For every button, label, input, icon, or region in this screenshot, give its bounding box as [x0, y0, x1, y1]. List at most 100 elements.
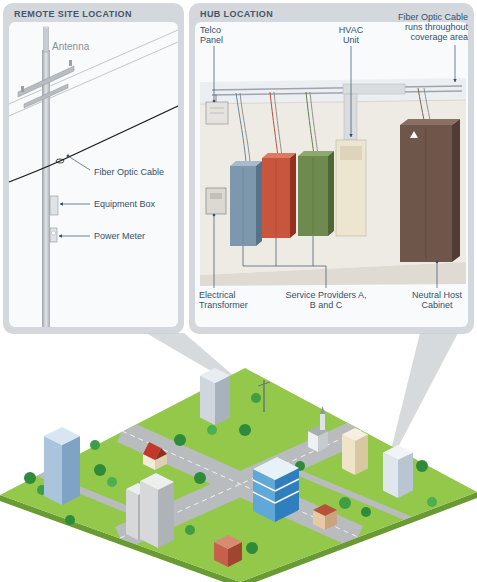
- electrical-transformer: [206, 188, 226, 214]
- tree: [361, 507, 371, 517]
- leader-dot: [436, 261, 439, 264]
- building: [342, 435, 355, 476]
- panel-interior: [195, 22, 468, 327]
- room: [200, 100, 466, 275]
- building: [398, 453, 413, 499]
- tree: [94, 464, 106, 476]
- tree: [194, 472, 206, 484]
- building: [320, 414, 325, 430]
- telco-panel: [206, 102, 228, 124]
- cable-bundle: [216, 94, 217, 102]
- tree: [239, 424, 251, 436]
- utility-pole: [9, 42, 178, 116]
- building: [214, 535, 242, 549]
- neutral-host-cabinet: [400, 119, 460, 125]
- cable-bundle: [310, 92, 318, 155]
- leader-line: [351, 46, 352, 137]
- callout-label: Electrical Transformer: [199, 290, 261, 310]
- panel-heading: REMOTE SITE LOCATION: [14, 9, 132, 19]
- red-cabinet: [276, 160, 277, 236]
- red-cabinet: [290, 153, 296, 238]
- leader-dot: [213, 214, 216, 217]
- tree: [90, 440, 100, 450]
- tree: [251, 393, 261, 403]
- building: [155, 448, 167, 460]
- panel-heading: HUB LOCATION: [200, 9, 273, 19]
- neutral-host-cabinet: [452, 119, 460, 262]
- leader-line: [437, 262, 438, 288]
- utility-pole: [9, 26, 178, 327]
- leader-dot: [213, 100, 216, 103]
- utility-pole: [9, 30, 178, 104]
- leader-line: [326, 266, 327, 288]
- electrical-transformer: [206, 188, 226, 214]
- green-cabinet: [298, 151, 334, 236]
- fiber-optic-cable: [9, 106, 178, 182]
- hvac-unit: [336, 84, 405, 236]
- building: [158, 482, 174, 548]
- telco-panel: [210, 108, 224, 109]
- leader-line: [313, 236, 314, 266]
- callout-label: Fiber Optic Cable: [94, 167, 178, 177]
- building: [44, 427, 80, 445]
- green-cabinet: [313, 158, 314, 234]
- room: [200, 78, 466, 286]
- cable-bundle: [240, 93, 250, 162]
- equipment-box: [50, 196, 58, 215]
- tree: [185, 525, 195, 535]
- callout-label: Neutral Host Cabinet: [405, 290, 469, 310]
- hvac-unit: [340, 146, 362, 160]
- building: [383, 445, 413, 460]
- building: [200, 376, 215, 426]
- leader-line: [214, 46, 215, 101]
- utility-pole: [44, 26, 49, 28]
- cable-bundle: [306, 92, 314, 155]
- callout-label: Equipment Box: [94, 199, 178, 209]
- neutral-host-cabinet: [400, 125, 452, 262]
- callout-label: Antenna: [52, 42, 102, 52]
- building: [253, 457, 299, 480]
- city-ground: [0, 368, 477, 582]
- neutral-host-cabinet: [410, 131, 418, 138]
- tree: [339, 497, 351, 509]
- building: [342, 428, 368, 441]
- callout-label: Telco Panel: [200, 25, 236, 45]
- leader-dot: [67, 155, 70, 158]
- equipment-box: [50, 196, 58, 215]
- building: [126, 489, 138, 540]
- blue-cabinet: [230, 161, 262, 246]
- electrical-transformer: [210, 193, 222, 199]
- blue-cabinet: [243, 168, 244, 244]
- leader-line: [68, 156, 90, 170]
- leader-line: [214, 215, 215, 288]
- utility-pole: [21, 86, 24, 92]
- utility-pole: [42, 50, 50, 327]
- cable-bundle: [424, 88, 430, 120]
- callout-label: Power Meter: [94, 231, 178, 241]
- tree: [246, 542, 258, 554]
- building: [320, 406, 325, 414]
- leader-line: [59, 236, 90, 237]
- tree: [416, 460, 428, 472]
- callout-label: HVAC Unit: [333, 25, 369, 45]
- cable-bundle: [216, 88, 430, 162]
- blue-cabinet: [230, 166, 256, 246]
- fiber-optic-cable: [56, 159, 64, 163]
- power-meter: [52, 231, 56, 235]
- utility-pole: [18, 66, 74, 97]
- building: [355, 435, 368, 476]
- neutral-host-cabinet: [426, 128, 427, 259]
- telco-panel: [206, 102, 228, 124]
- building: [383, 453, 398, 499]
- room: [200, 262, 466, 286]
- leader-dot: [213, 100, 439, 264]
- panel-interior: [9, 22, 178, 327]
- leader-line: [455, 45, 456, 82]
- fiber-optic-cable: [9, 106, 178, 182]
- power-meter: [50, 228, 57, 242]
- callout-label: Fiber Optic Cable runs throughout covera…: [388, 12, 468, 42]
- blue-cabinet: [256, 161, 262, 246]
- remote-pole: [258, 380, 270, 412]
- panel-interior: [9, 22, 468, 327]
